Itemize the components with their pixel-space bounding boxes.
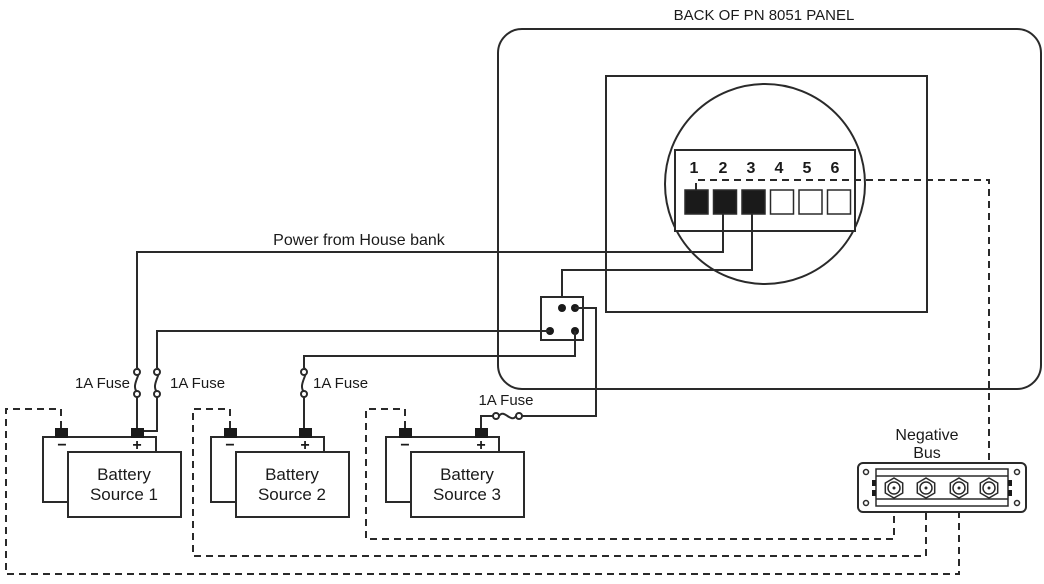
negative-terminal <box>224 428 237 438</box>
battery3-negative-wire <box>365 408 895 540</box>
switch-number-4: 4 <box>775 160 784 177</box>
fuse-3-label: 1A Fuse <box>313 375 368 392</box>
battery-label-line2: Source 2 <box>258 485 326 504</box>
switch3-wire <box>561 214 753 308</box>
battery2-negative-wire <box>192 408 927 557</box>
negative-terminal <box>399 428 412 438</box>
svg-text:−: − <box>400 437 409 454</box>
switch-number-2: 2 <box>719 160 728 177</box>
battery-source-1: − + Battery Source 1 <box>42 428 182 518</box>
battery-label-line1: Battery <box>265 465 319 484</box>
switch-1-wired <box>684 189 709 215</box>
switch-number-3: 3 <box>747 160 756 177</box>
switch-row <box>684 189 852 215</box>
fuse-1-label: 1A Fuse <box>75 375 130 392</box>
switch-number-5: 5 <box>803 160 812 177</box>
fuse-1 <box>133 367 141 430</box>
bus-stud-2 <box>916 477 936 499</box>
svg-text:−: − <box>225 437 234 454</box>
power-label: Power from House bank <box>273 232 446 249</box>
positive-terminal <box>299 428 312 438</box>
battery-source-2: − + Battery Source 2 <box>210 428 350 518</box>
battery-label-line2: Source 1 <box>90 485 158 504</box>
svg-text:−: − <box>57 437 66 454</box>
svg-text:+: + <box>476 437 485 454</box>
battery1-negative-wire <box>5 408 960 575</box>
switch-6-empty <box>826 189 852 215</box>
switch-2-wired <box>712 189 738 215</box>
switch-4-empty <box>769 189 795 215</box>
fuse-2 <box>144 367 161 432</box>
selector-terminal <box>558 304 566 312</box>
panel-title: BACK OF PN 8051 PANEL <box>674 7 855 24</box>
selector-battery3-wire <box>522 307 597 417</box>
battery-label-line2: Source 3 <box>433 485 501 504</box>
battery-source-3: − + Battery Source 3 <box>385 428 525 518</box>
bus-stud-3 <box>949 477 969 499</box>
fuse-4 <box>480 412 523 430</box>
switch1-negative-wire <box>695 179 990 480</box>
svg-text:+: + <box>300 437 309 454</box>
bus-stud-4 <box>979 477 999 499</box>
battery-label-line1: Battery <box>97 465 151 484</box>
negative-terminal <box>55 428 68 438</box>
selector-battery1-wire <box>156 330 550 368</box>
switch-number-1: 1 <box>690 160 699 177</box>
negative-bus-label-line1: Negative <box>895 427 958 444</box>
negative-bus-label-line2: Bus <box>913 445 941 462</box>
switch-number-6: 6 <box>831 160 840 177</box>
positive-terminal <box>475 428 488 438</box>
positive-terminal <box>131 428 144 438</box>
fuse-3 <box>300 367 308 430</box>
switch-3-wired <box>741 189 766 215</box>
switch-numbers: 1 2 3 4 5 6 <box>690 160 840 177</box>
switch2-house-wire <box>136 214 724 368</box>
svg-text:+: + <box>132 437 141 454</box>
bus-stud-1 <box>884 477 904 499</box>
negative-bus <box>857 462 1027 513</box>
battery-label-line1: Battery <box>440 465 494 484</box>
fuse-4-label: 1A Fuse <box>478 392 533 409</box>
selector-battery2-wire <box>303 331 576 368</box>
switch-5-empty <box>798 189 823 215</box>
fuse-2-label: 1A Fuse <box>170 375 225 392</box>
